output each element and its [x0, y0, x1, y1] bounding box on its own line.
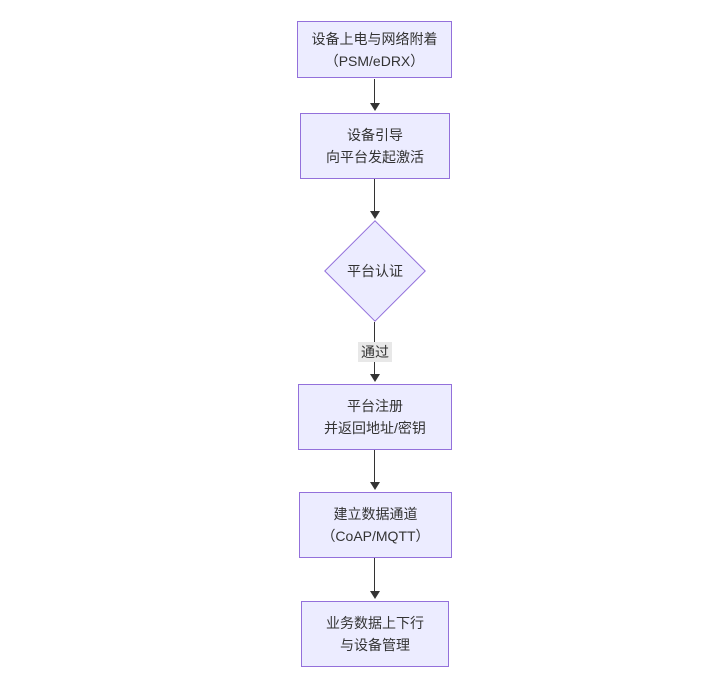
node-platform-register-line1: 平台注册 [347, 398, 403, 414]
node-data-channel: 建立数据通道 （CoAP/MQTT） [299, 492, 452, 558]
node-data-channel-line2: （CoAP/MQTT） [321, 528, 430, 544]
arrowhead-icon [370, 211, 380, 219]
node-business-data-line2: 与设备管理 [340, 637, 410, 653]
node-business-data: 业务数据上下行 与设备管理 [301, 601, 449, 667]
edge-bootstrap-to-auth [374, 179, 375, 213]
arrowhead-icon [370, 482, 380, 490]
node-power-attach-line2: （PSM/eDRX） [324, 52, 425, 69]
node-platform-register: 平台注册 并返回地址/密钥 [298, 384, 452, 450]
node-bootstrap-line1: 设备引导 [347, 127, 403, 143]
node-bootstrap-line2: 向平台发起激活 [326, 149, 424, 165]
node-platform-auth-label: 平台认证 [347, 263, 403, 279]
edge-channel-to-business [374, 558, 375, 593]
node-business-data-line1: 业务数据上下行 [326, 615, 424, 631]
node-power-attach: 设备上电与网络附着 （PSM/eDRX） [297, 21, 452, 78]
arrowhead-icon [370, 591, 380, 599]
node-power-attach-line1: 设备上电与网络附着 [311, 30, 438, 47]
node-bootstrap: 设备引导 向平台发起激活 [300, 113, 450, 179]
edge-label-pass: 通过 [358, 342, 392, 362]
arrowhead-icon [370, 374, 380, 382]
edge-power-to-bootstrap [374, 79, 375, 105]
arrowhead-icon [370, 103, 380, 111]
node-platform-register-line2: 并返回地址/密钥 [324, 420, 426, 436]
node-data-channel-line1: 建立数据通道 [333, 506, 418, 522]
edge-register-to-channel [374, 450, 375, 484]
